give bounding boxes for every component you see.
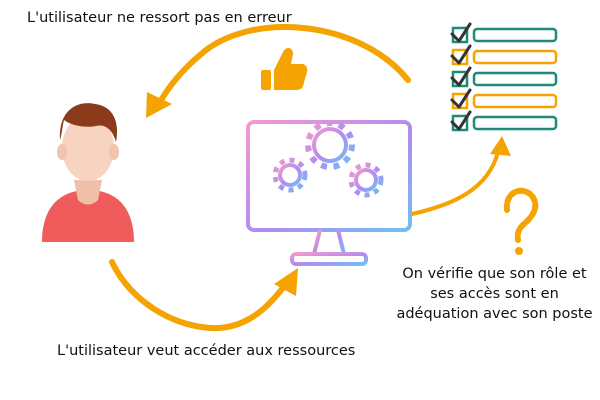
checklist-row (452, 46, 556, 64)
checklist-row (452, 24, 556, 42)
checklist-row (452, 90, 556, 108)
question-mark-icon (507, 191, 535, 255)
user-avatar-icon (42, 103, 134, 242)
caption-access-request: L'utilisateur veut accéder aux ressource… (57, 341, 355, 361)
verification-arrow (412, 136, 511, 214)
checklist-row (452, 68, 556, 86)
thumbs-up-icon (261, 48, 307, 90)
checklist-icon (452, 24, 556, 130)
bottom-request-arrow (112, 262, 298, 328)
caption-no-error: L'utilisateur ne ressort pas en erreur (27, 8, 292, 28)
checklist-row (452, 112, 556, 130)
caption-role-verification: On vérifie que son rôle et ses accès son… (392, 264, 597, 324)
monitor-gears-icon (248, 122, 410, 264)
